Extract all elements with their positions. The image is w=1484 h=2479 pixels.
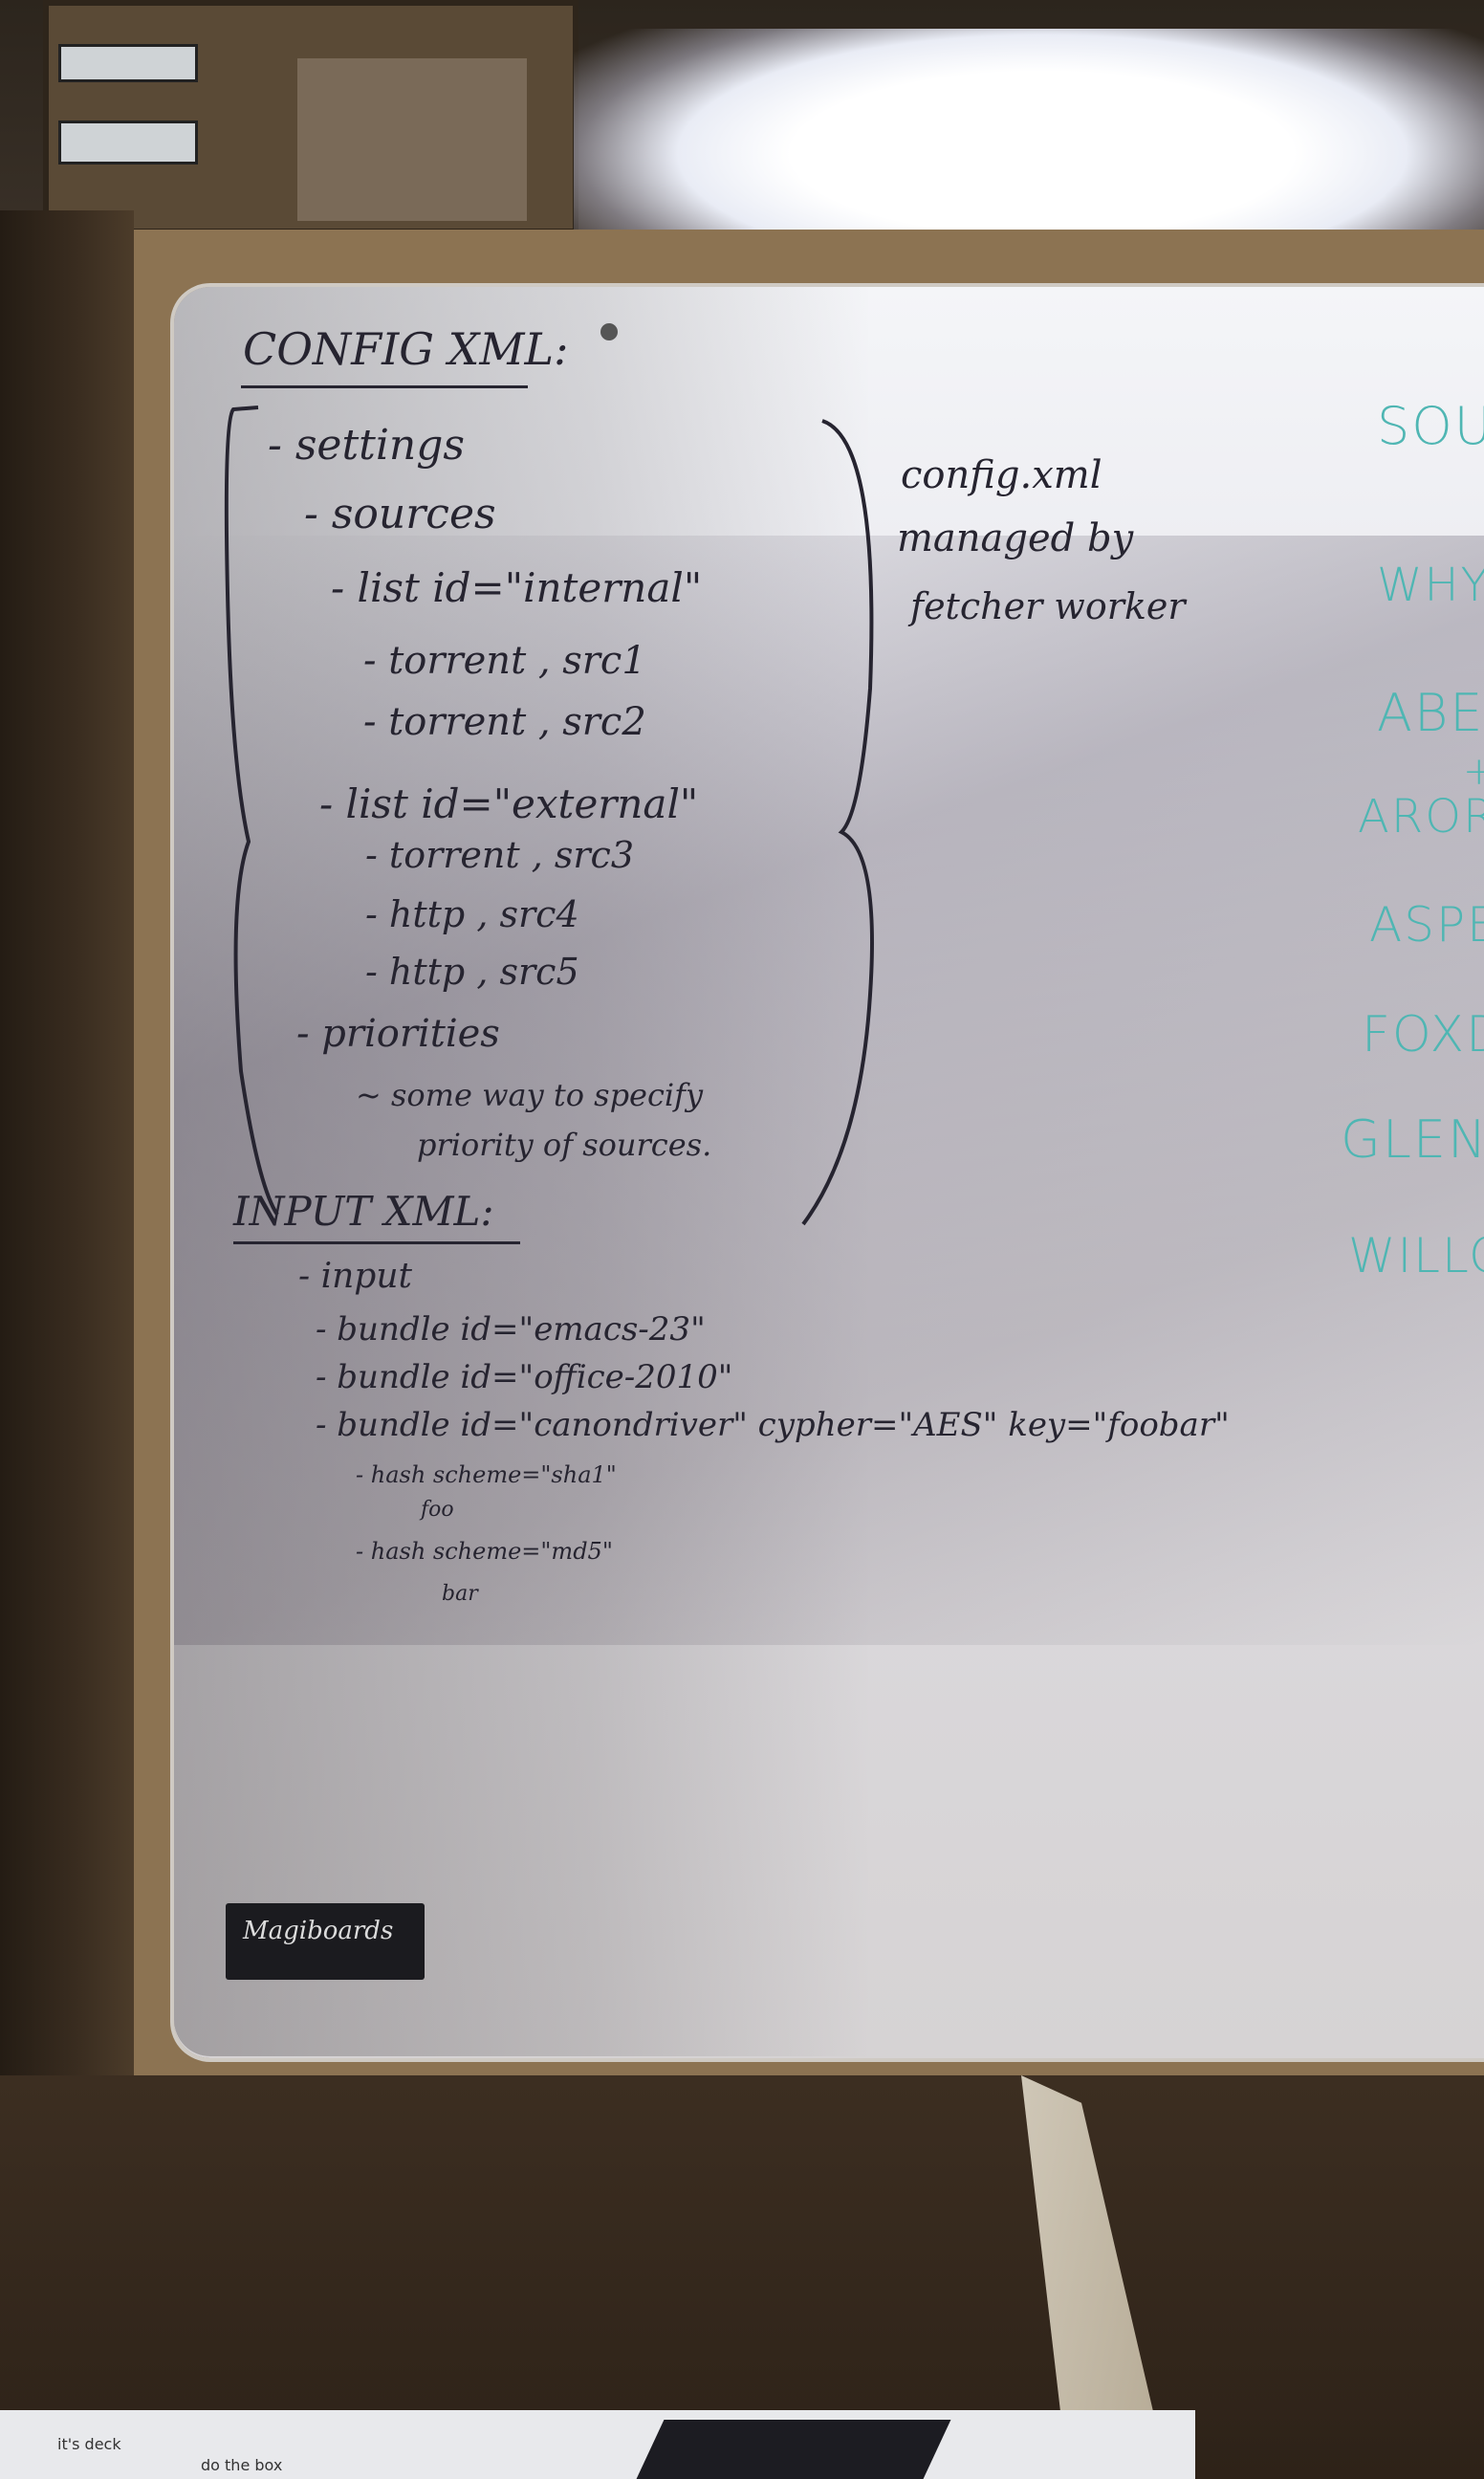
right-list-item: WHY [1377, 559, 1484, 612]
right-list-item: WILLO [1348, 1228, 1484, 1283]
config-line: - sources [304, 490, 496, 538]
brace-svg [224, 406, 874, 1226]
board-logo: Magiboards [226, 1903, 425, 1980]
config-line: - http , src5 [365, 951, 579, 993]
shelf-label [58, 44, 198, 82]
input-line: - input [298, 1257, 413, 1296]
input-line: - bundle id="canondriver" cypher="AES" k… [316, 1406, 1230, 1444]
config-line: - torrent , src3 [365, 834, 634, 876]
box-label: it's deck [57, 2435, 121, 2453]
heading-underline [233, 1241, 520, 1244]
config-line: - http , src4 [365, 893, 579, 935]
config-line: ~ some way to specify [356, 1077, 704, 1113]
input-heading: INPUT XML: [233, 1188, 494, 1235]
config-line: - priorities [296, 1012, 500, 1056]
side-note-line: managed by [897, 516, 1134, 560]
input-line: - bundle id="office-2010" [316, 1358, 733, 1396]
input-line: bar [442, 1582, 478, 1606]
shelf-label [58, 121, 198, 165]
right-list-item: + [1463, 750, 1484, 794]
door-frame [0, 210, 134, 2085]
config-line: - torrent , src1 [363, 639, 646, 683]
right-list-item: GLEN [1341, 1109, 1484, 1170]
magnet [600, 323, 618, 340]
side-note-line: config.xml [901, 453, 1102, 497]
right-list-item: ABE [1377, 683, 1484, 743]
box-edge [0, 2410, 1195, 2479]
input-line: - hash scheme="sha1" [356, 1461, 617, 1488]
box-label: do the box [201, 2456, 283, 2474]
box-stripe [636, 2420, 951, 2479]
config-line: - settings [268, 421, 465, 470]
config-line: - torrent , src2 [363, 700, 646, 744]
shelf-box [297, 58, 527, 221]
right-list-item: SOU [1377, 396, 1484, 456]
left-bracket [224, 406, 279, 1217]
input-line: - bundle id="emacs-23" [316, 1310, 706, 1349]
input-line: foo [421, 1498, 454, 1522]
right-list-item: ASPE [1369, 897, 1484, 953]
side-note-line: fetcher worker [910, 585, 1186, 627]
heading-underline [241, 385, 528, 388]
right-brace [801, 419, 874, 1226]
right-list-item: FOXD [1362, 1006, 1484, 1064]
top-shelf [43, 0, 578, 234]
config-line: - list id="external" [319, 780, 699, 827]
whiteboard [174, 287, 1484, 2058]
right-list-item: AROR [1358, 790, 1484, 844]
config-heading: CONFIG XML: [243, 323, 569, 375]
config-line: - list id="internal" [331, 564, 703, 611]
config-line: priority of sources. [417, 1127, 712, 1163]
input-line: - hash scheme="md5" [356, 1538, 613, 1565]
